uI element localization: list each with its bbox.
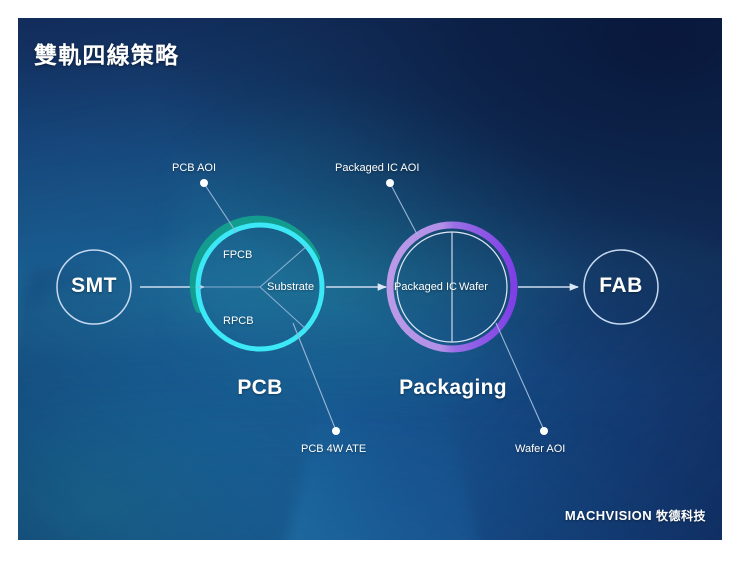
flow-diagram [56,179,659,435]
background-top-right-darken [18,18,722,540]
callout-line-pcb-aoi [200,179,237,233]
callout-line-wafer-aoi [495,322,548,435]
page-title: 雙軌四線策略 [34,42,180,68]
brand-logo-chinese: 牧德科技 [655,509,706,523]
slide-canvas: 雙軌四線策略 [18,18,722,540]
callout-line-pcb-4w-ate [292,322,340,435]
brand-logo-latin: MACHVISION [564,508,652,523]
node-pcb-ring [189,215,325,352]
callout-line-packaged-ic-aoi [386,179,419,237]
node-smt [56,249,132,325]
node-packaging-ring [386,221,518,353]
node-fab [583,249,659,325]
